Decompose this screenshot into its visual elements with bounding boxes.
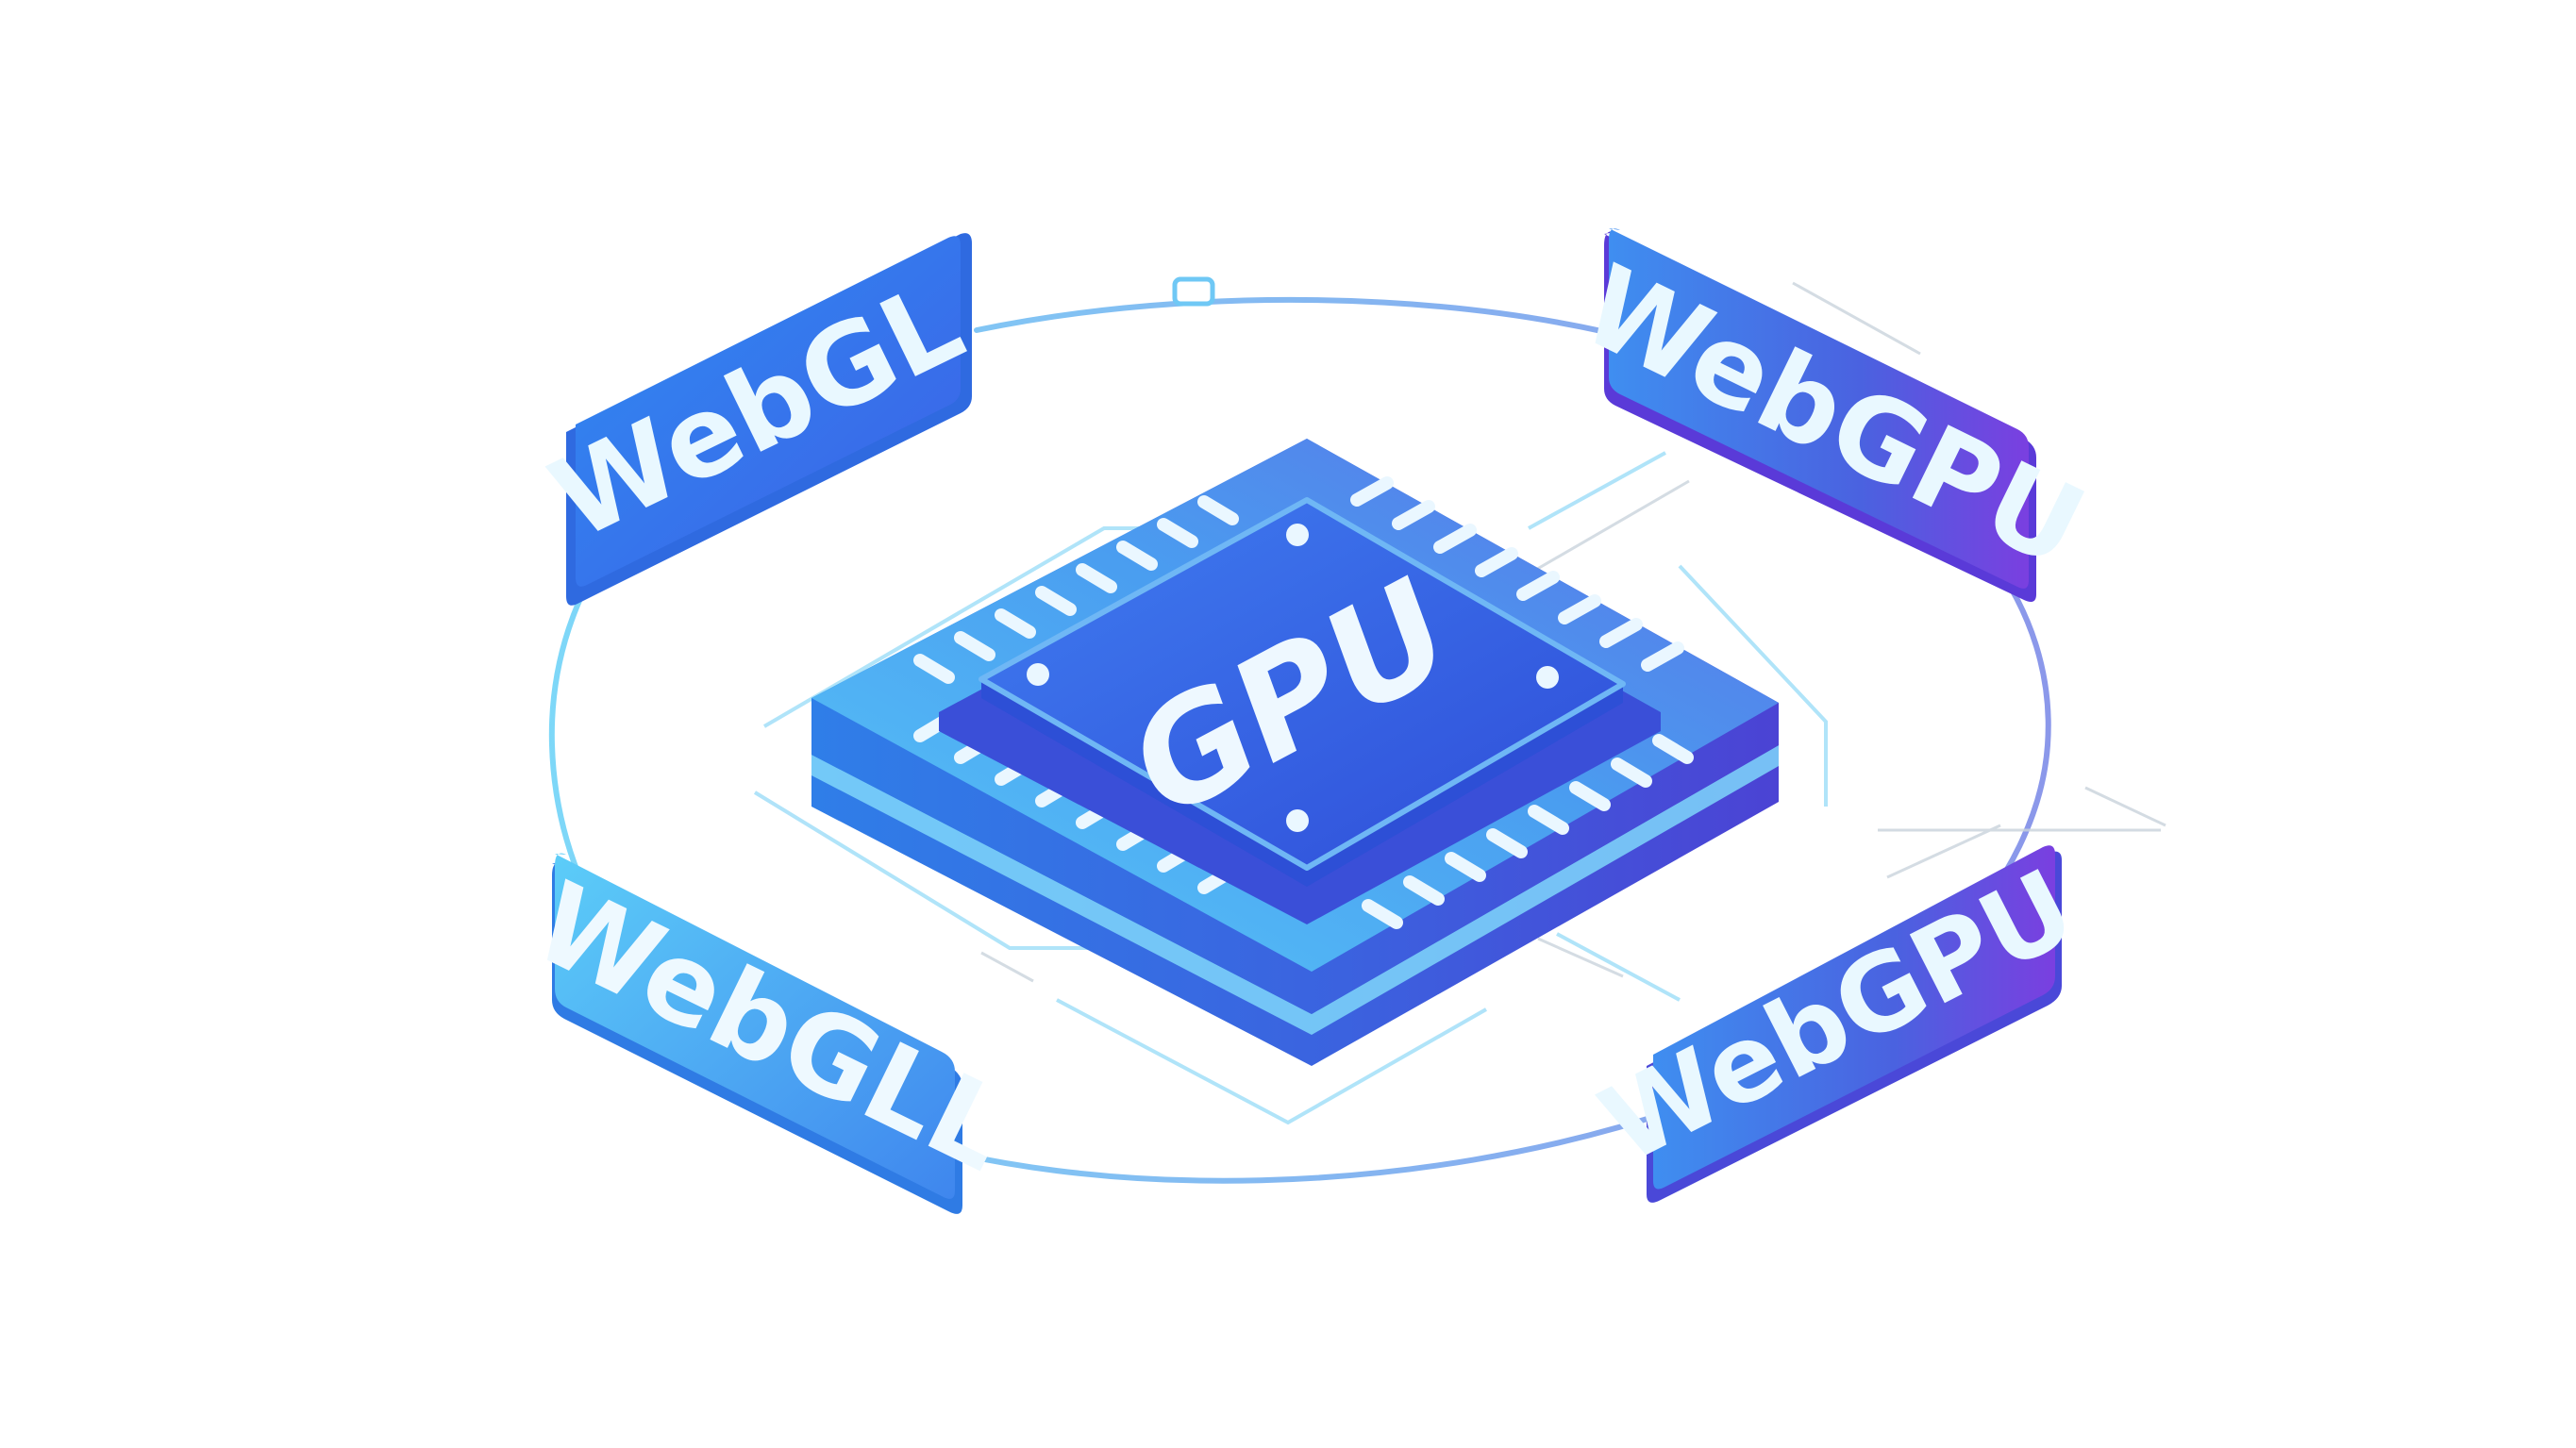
chip-pins-bottom-right bbox=[1362, 734, 1694, 929]
badge-webgll-bottom-left: WebGLL bbox=[515, 853, 1029, 1214]
die-mount-dot bbox=[1027, 663, 1049, 686]
die-mount-dot bbox=[1286, 809, 1309, 832]
badge-webgpu-top-right: WebGPU bbox=[1564, 228, 2103, 603]
die-mount-dot bbox=[1286, 524, 1309, 546]
ring-connector bbox=[1172, 276, 1215, 307]
die-mount-dot bbox=[1536, 666, 1559, 689]
badge-webgl-top-left: WebGL bbox=[532, 233, 981, 606]
chip-pins-top-left bbox=[913, 495, 1239, 684]
badge-webgpu-bottom-right: WebGPU bbox=[1582, 845, 2093, 1203]
chip-die-top bbox=[979, 497, 1626, 871]
gpu-chip: GPU bbox=[811, 439, 1779, 1066]
chip-pins-top-right bbox=[1350, 476, 1684, 672]
